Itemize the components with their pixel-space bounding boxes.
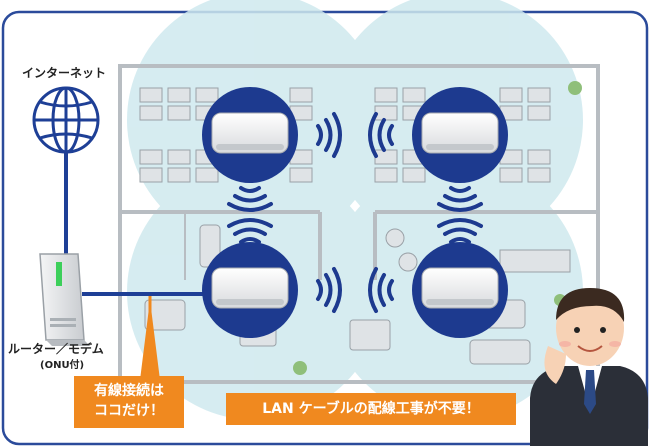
globe-icon (32, 86, 100, 154)
onu-label: (ONU付) (40, 360, 85, 371)
wired-callout: 有線接続は ココだけ！ (74, 376, 184, 428)
access-point-icon (412, 242, 508, 338)
access-point-icon (202, 87, 298, 183)
callout-wedge (140, 300, 160, 380)
wifi-signal-icon (227, 112, 483, 313)
floor-plan (118, 64, 600, 384)
internet-label: インターネット (22, 66, 107, 80)
router-icon (39, 253, 90, 346)
wired-callout-line1: 有線接続は (94, 383, 164, 399)
router-label: ルーター／モデム (8, 342, 104, 356)
access-point-icon (412, 87, 508, 183)
plants (293, 81, 582, 375)
person-illustration (530, 288, 648, 446)
lan-callout: LAN ケーブルの配線工事が不要！ (226, 393, 516, 425)
wired-connections (64, 152, 210, 296)
access-point-icon (202, 242, 298, 338)
wired-callout-line2: ココだけ！ (94, 403, 164, 419)
